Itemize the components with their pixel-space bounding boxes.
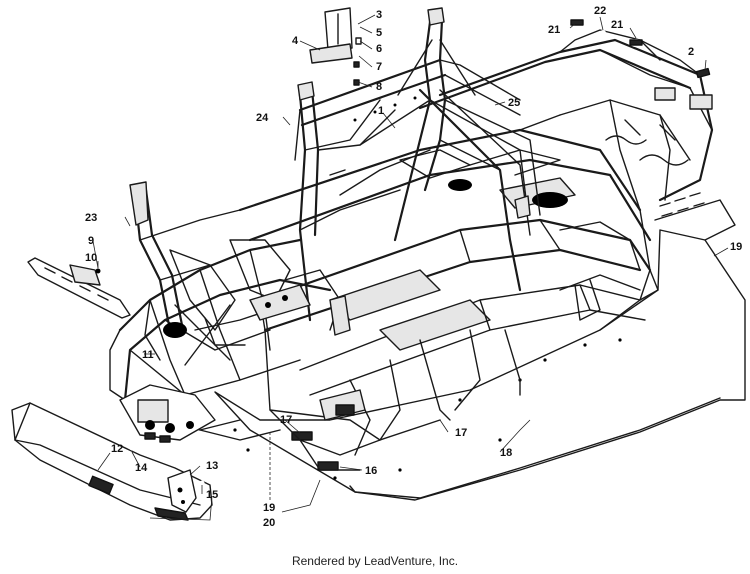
callout-2: 2: [688, 46, 694, 58]
front-bracket-9: [27, 257, 131, 319]
callout-8: 8: [376, 81, 382, 93]
callout-5: 5: [376, 27, 382, 39]
leader-lines: [92, 14, 729, 521]
rops-cage: [294, 7, 541, 322]
callout-3: 3: [376, 9, 382, 21]
callout-22: 22: [594, 5, 606, 17]
callout-labels: 1 2 3 4 5 6 7 8 9 10 11 12 13 14 15 16 1…: [85, 5, 742, 529]
front-frame: [109, 181, 351, 443]
callout-21a: 21: [548, 24, 560, 36]
callout-9: 9: [88, 235, 94, 247]
callout-16: 16: [365, 465, 377, 477]
callout-20: 20: [263, 517, 275, 529]
callout-13: 13: [206, 460, 218, 472]
bracket-13: [167, 469, 197, 513]
floor-slot-row: [659, 192, 705, 217]
callout-1: 1: [378, 105, 384, 117]
callout-19a: 19: [730, 241, 742, 253]
callout-11: 11: [142, 349, 154, 361]
render-credit: Rendered by LeadVenture, Inc.: [291, 554, 459, 568]
callout-14: 14: [135, 462, 148, 474]
callout-17a: 17: [280, 414, 292, 426]
floor-pan: [214, 192, 746, 501]
callout-4: 4: [292, 35, 299, 47]
callout-10: 10: [85, 252, 97, 264]
callout-15: 15: [206, 489, 218, 501]
callout-19b: 19: [263, 502, 275, 514]
callout-7: 7: [376, 61, 382, 73]
front-bumper-12: [11, 402, 213, 521]
callout-23: 23: [85, 212, 97, 224]
callout-6: 6: [376, 43, 382, 55]
callout-17b: 17: [455, 427, 467, 439]
callout-21b: 21: [611, 19, 623, 31]
callout-18: 18: [500, 447, 512, 459]
bushing-21-right: [629, 39, 643, 47]
callout-25: 25: [508, 97, 520, 109]
chassis-floor-frame: [238, 128, 652, 471]
mount-plate-4: [309, 7, 353, 64]
callout-24: 24: [256, 112, 269, 124]
callout-12: 12: [111, 443, 123, 455]
hardware-fasteners: [128, 19, 715, 511]
